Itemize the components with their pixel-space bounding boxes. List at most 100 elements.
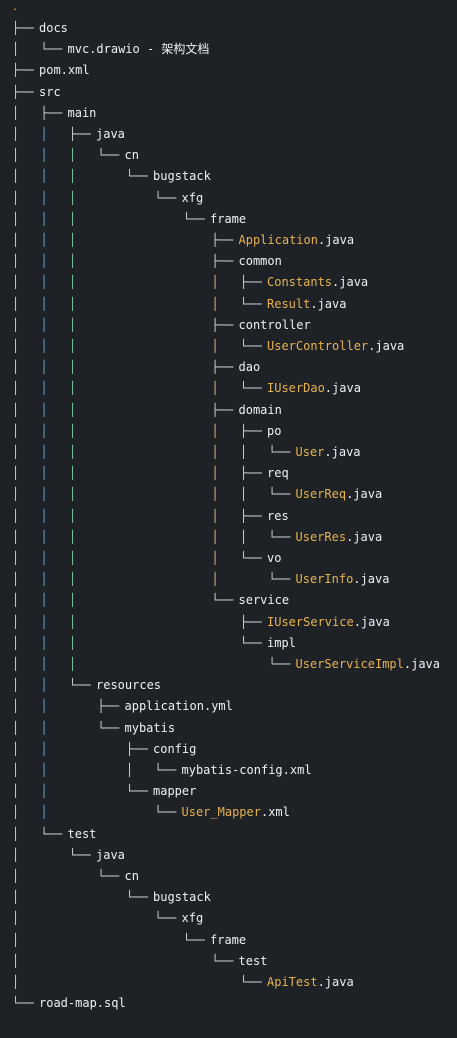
tree-guide-line: │ [126,763,134,777]
tree-guide-line: │ [69,508,77,523]
tree-item-name: config [153,739,196,760]
tree-row-result[interactable]: ││││└──Result.java [0,294,457,315]
tree-row-config[interactable]: ││├──config [0,739,457,760]
tree-guide-line: │ [69,657,77,671]
tree-row-applicationyml[interactable]: ││├──application.yml [0,696,457,717]
tree-connector: └── [240,975,262,989]
tree-item-name: vo [267,548,281,569]
tree-item-extension: .xml [260,805,290,820]
tree-row-userinfo[interactable]: ││││└──UserInfo.java [0,569,457,590]
tree-item-name: xfg [182,188,204,209]
tree-item-extension: .java [346,487,383,502]
tree-row-java1[interactable]: ││├──java [0,124,457,145]
tree-connector: └── [40,826,63,841]
tree-row-mvc[interactable]: │ └── mvc.drawio - 架构文档 [0,39,457,60]
tree-guide-line: │ [40,699,48,714]
tree-item-name: IUserDao.java [267,378,361,399]
tree-guide-line: │ [12,805,20,820]
tree-guide-line: │ [12,42,20,57]
tree-row-iuserservice[interactable]: │││├──IUserService.java [0,612,457,633]
tree-item-note: - 架构文档 [139,42,210,57]
tree-row-constants[interactable]: ││││├──Constants.java [0,272,457,293]
tree-row-bugstack2[interactable]: │└──bugstack [0,887,457,908]
tree-guide-line: │ [211,529,219,544]
tree-row-user[interactable]: │││││└──User.java [0,442,457,463]
tree-item-name: frame [210,209,246,230]
tree-guide-line: │ [12,911,20,926]
tree-row-xfg1[interactable]: │││└──xfg [0,188,457,209]
tree-row-test[interactable]: │└──test [0,824,457,845]
tree-guide-line: │ [40,678,48,693]
tree-item-name: mapper [153,781,196,802]
tree-item-label: cn [124,148,139,163]
tree-row-bugstack1[interactable]: │││└──bugstack [0,166,457,187]
tree-guide-line: │ [12,508,20,523]
tree-guide-line: │ [12,847,20,862]
tree-connector: └── [154,911,177,926]
tree-row-frame1[interactable]: │││└──frame [0,209,457,230]
tree-row-usercontroller[interactable]: ││││└──UserController.java [0,336,457,357]
tree-row-roadmap[interactable]: └──road-map.sql [0,993,457,1014]
tree-item-label: mapper [153,784,197,799]
tree-row-domain[interactable]: │││├──domain [0,400,457,421]
tree-row-mybatis[interactable]: ││└──mybatis [0,718,457,739]
tree-row-resources[interactable]: ││└──resources [0,675,457,696]
tree-row-po[interactable]: ││││├──po [0,421,457,442]
tree-connector: └── [40,42,63,57]
tree-row-mapper[interactable]: ││└──mapper [0,781,457,802]
tree-row-frame2[interactable]: │└──frame [0,930,457,951]
tree-row-res[interactable]: ││││├──res [0,506,457,527]
tree-connector: └── [154,763,177,777]
tree-item-name: xfg [182,908,204,929]
tree-guide-line: │ [69,254,77,269]
tree-row-application[interactable]: │││├──Application.java [0,230,457,251]
tree-item-label: main [67,105,97,120]
tree-item-label: xfg [181,190,204,205]
tree-item-label: src [39,84,61,99]
tree-row-req[interactable]: ││││├──req [0,463,457,484]
tree-guide-line: │ [40,169,48,184]
tree-row-impl[interactable]: │││└──impl [0,633,457,654]
tree-guide-line: │ [12,551,20,565]
tree-row-service[interactable]: │││└──service [0,590,457,611]
tree-row-dao[interactable]: │││├──dao [0,357,457,378]
tree-row-xfg2[interactable]: │ └── xfg [0,908,457,929]
tree-row-test2[interactable]: │└──test [0,951,457,972]
tree-row-usermapper[interactable]: ││└──User_Mapper.xml [0,802,457,823]
tree-item-label: service [238,593,290,608]
tree-row-mybatisconfig[interactable]: │││└──mybatis-config.xml [0,760,457,781]
tree-item-name: mvc.drawio - 架构文档 [68,39,210,60]
tree-row-docs[interactable]: ├──docs [0,18,457,39]
tree-guide-line: │ [12,339,20,353]
tree-row-userres[interactable]: │││││└──UserRes.java [0,527,457,548]
tree-row-cn2[interactable]: │└──cn [0,866,457,887]
tree-guide-line: │ [69,466,77,481]
tree-guide-line: │ [69,529,77,544]
tree-row-java2[interactable]: │└──java [0,845,457,866]
tree-connector: ├── [69,127,91,141]
tree-guide-line: │ [211,275,219,290]
tree-row-controller[interactable]: │││├──controller [0,315,457,336]
tree-guide-line: │ [12,890,20,905]
tree-row-vo[interactable]: ││││└──vo [0,548,457,569]
tree-connector: ├── [211,360,234,375]
tree-item-label: xfg [181,911,204,926]
tree-row-cn1[interactable]: │││└──cn [0,145,457,166]
tree-row-pom[interactable]: ├──pom.xml [0,60,457,81]
tree-guide-line: │ [69,148,77,163]
tree-item-name: UserInfo.java [296,569,390,590]
tree-guide-line: │ [12,635,20,650]
tree-row-apitest[interactable]: │└──ApiTest.java [0,972,457,993]
tree-row-iuserdao[interactable]: ││││└──IUserDao.java [0,378,457,399]
tree-guide-line: │ [12,975,20,989]
tree-row-userreq[interactable]: │││││└──UserReq.java [0,484,457,505]
tree-item-extension: .java [353,614,390,629]
tree-row-userserviceimpl[interactable]: │││└──UserServiceImpl.java [0,654,457,675]
tree-row-common[interactable]: │││├──common [0,251,457,272]
tree-row-src[interactable]: ├──src [0,82,457,103]
tree-connector: └── [97,869,120,883]
tree-guide-line: │ [211,423,219,438]
tree-item-extension: .java [310,296,347,311]
tree-item-name: Constants.java [267,272,368,293]
tree-row-main[interactable]: │├──main [0,103,457,124]
